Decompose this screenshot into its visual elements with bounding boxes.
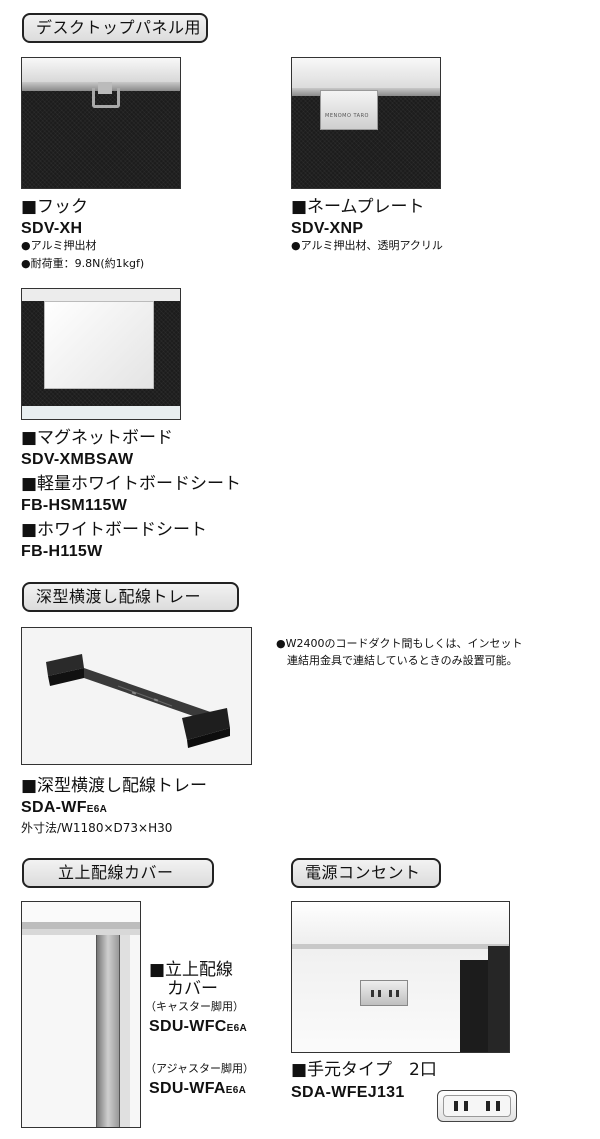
hook-name: ■フック <box>21 197 89 217</box>
cover-adjuster-code: SDU-WFAE6A <box>149 1080 246 1100</box>
tray-name: ■深型横渡し配線トレー <box>21 776 208 796</box>
hook-photo <box>21 57 181 189</box>
cover-adjuster-label: （アジャスター脚用） <box>145 1062 255 1075</box>
outlet-icon <box>437 1090 517 1122</box>
light-whiteboard-code: FB-HSM115W <box>21 497 128 514</box>
tray-code-sub: E6A <box>86 804 108 815</box>
nameplate-plate-text: MENOMO TARO <box>325 113 369 119</box>
cover-caster-code: SDU-WFCE6A <box>149 1018 247 1038</box>
outlet-unit <box>360 980 408 1006</box>
section-cover: 立上配線カバー <box>22 858 214 888</box>
section-outlet-label: 電源コンセント <box>305 863 421 882</box>
magnet-board-photo <box>21 288 181 420</box>
section-outlet: 電源コンセント <box>291 858 441 888</box>
section-desktop-panel: デスクトップパネル用 <box>22 13 208 43</box>
cover-adjuster-code-sub: E6A <box>225 1085 247 1096</box>
magnet-board-code: SDV-XMBSAW <box>21 451 134 468</box>
section-tray: 深型横渡し配線トレー <box>22 582 239 612</box>
light-whiteboard-name: ■軽量ホワイトボードシート <box>21 474 242 494</box>
tray-note-1: ●W2400のコードダクト間もしくは、インセット <box>276 637 523 650</box>
hook-note-2: ●耐荷重：9.8N(約1kgf) <box>21 257 145 270</box>
tray-code: SDA-WFE6A <box>21 799 107 819</box>
section-tray-label: 深型横渡し配線トレー <box>36 587 202 606</box>
outlet-name: ■手元タイプ 2口 <box>291 1060 437 1080</box>
hook-code: SDV-XH <box>21 220 83 237</box>
cover-name-line2: カバー <box>167 979 218 999</box>
cover-name-line1: ■立上配線 <box>149 960 234 980</box>
nameplate-plate: MENOMO TARO <box>320 90 378 130</box>
tray-size: 外寸法/W1180×D73×H30 <box>21 821 173 835</box>
tray-note-2: 連結用金具で連結しているときのみ設置可能。 <box>287 654 518 667</box>
section-cover-label: 立上配線カバー <box>58 863 174 882</box>
cover-caster-code-main: SDU-WFC <box>149 1018 227 1035</box>
nameplate-name: ■ネームプレート <box>291 197 425 217</box>
whiteboard-sheet-name: ■ホワイトボードシート <box>21 520 208 540</box>
whiteboard-sheet-code: FB-H115W <box>21 543 103 560</box>
cover-adjuster-code-main: SDU-WFA <box>149 1080 226 1097</box>
tray-photo <box>21 627 252 765</box>
cover-caster-label: （キャスター脚用） <box>145 1000 244 1013</box>
tray-illustration <box>46 654 230 748</box>
outlet-photo <box>291 901 510 1053</box>
nameplate-note-1: ●アルミ押出材、透明アクリル <box>291 239 443 252</box>
hook-note-1: ●アルミ押出材 <box>21 239 97 252</box>
tray-code-main: SDA-WF <box>21 799 87 816</box>
magnet-board-name: ■マグネットボード <box>21 428 174 448</box>
outlet-code: SDA-WFEJ131 <box>291 1084 405 1101</box>
section-desktop-panel-label: デスクトップパネル用 <box>36 18 202 37</box>
cover-photo <box>21 901 141 1128</box>
nameplate-photo: MENOMO TARO <box>291 57 441 189</box>
cover-caster-code-sub: E6A <box>226 1023 247 1034</box>
nameplate-code: SDV-XNP <box>291 220 364 237</box>
